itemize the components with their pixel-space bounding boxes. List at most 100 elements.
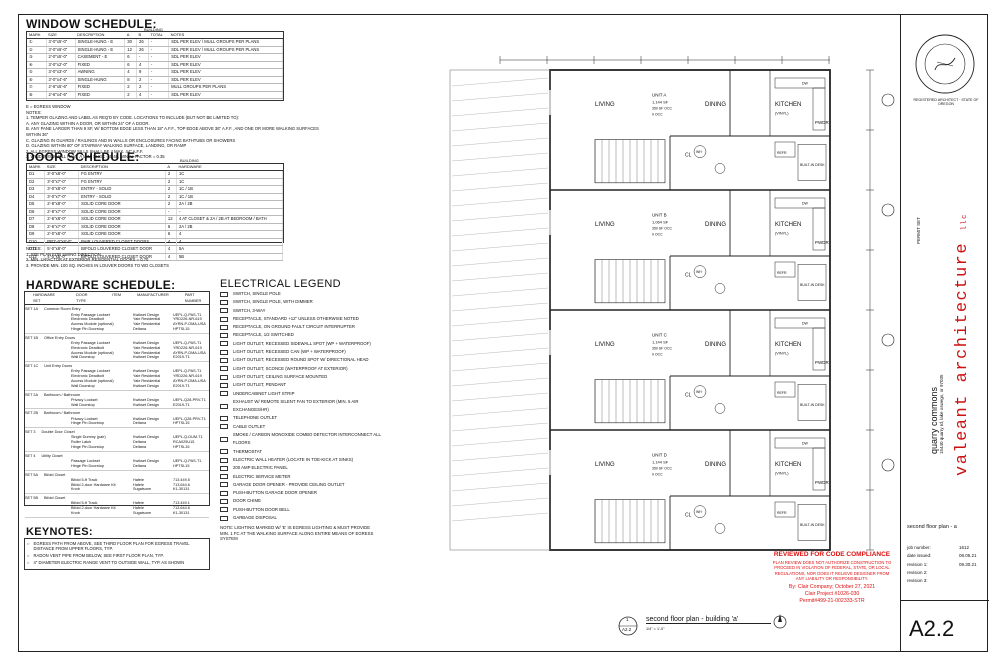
schedule-cell: 5A bbox=[176, 245, 284, 254]
schedule-cell: 6 bbox=[124, 53, 138, 62]
hardware-schedule-title: HARDWARE SCHEDULE: bbox=[26, 278, 176, 292]
schedule-cell: 3'-0"x3'-0" bbox=[46, 68, 76, 77]
schedule-cell: - bbox=[148, 38, 170, 47]
schedule-cell: - bbox=[148, 46, 170, 54]
electrical-legend-item: ELECTRIC WALL HEATER (LOCATE IN TOE-KICK… bbox=[220, 456, 395, 464]
hardware-item-name: Bifold 2-door Hardware Kit bbox=[71, 506, 116, 511]
room-label-powder: PWDR bbox=[815, 480, 829, 485]
unit-area: 1,064 SF bbox=[652, 220, 669, 225]
hardware-manufacturer: Yale Residential bbox=[133, 374, 161, 379]
electrical-legend-label: CABLE OUTLET bbox=[233, 423, 266, 429]
job-number-label: job number: bbox=[907, 545, 931, 550]
plan-hatch-line bbox=[451, 407, 549, 417]
electrical-legend-title: ELECTRICAL LEGEND bbox=[220, 278, 341, 290]
review-stamp-heading: REVIEWED FOR CODE COMPLIANCE bbox=[773, 551, 891, 558]
unit-detail: 350 SF OCC bbox=[652, 227, 673, 231]
room-label-vinyl: (VINYL) bbox=[775, 351, 789, 355]
issue-info: job number:1612 date issued:08.05.21 rev… bbox=[907, 544, 987, 585]
schedule-cell: 2A / 2B bbox=[176, 200, 284, 209]
sheet-title: second floor plan - a bbox=[907, 524, 957, 530]
plan-counter bbox=[812, 87, 826, 131]
hardware-manufacturer: Hafele bbox=[133, 477, 144, 482]
plan-desk bbox=[797, 144, 827, 181]
unit-occupancy: 9 OCC bbox=[652, 473, 663, 477]
unit-label: UNIT C bbox=[652, 332, 668, 337]
keynote-text: EGRESS PATH FROM ABOVE, SEE THIRD FLOOR … bbox=[33, 541, 190, 551]
schedule-cell: - bbox=[176, 208, 284, 216]
hardware-part: UEPL-Q-DUM-T1 bbox=[173, 435, 203, 440]
room-label-dining: DINING bbox=[705, 102, 726, 108]
window-note: C. GLAZING IN GUARDS / RAILINGS AND IN W… bbox=[26, 137, 236, 143]
caption-number: 1 bbox=[626, 617, 629, 622]
electrical-legend-item: UNDERCABINET LIGHT STRIP bbox=[220, 390, 395, 398]
hardware-item-name: Entry Passage Lockset bbox=[71, 312, 110, 317]
electrical-legend-label: GARBAGE DISPOSAL bbox=[233, 515, 277, 521]
plan-hatch-line bbox=[451, 467, 549, 477]
hardware-manufacturer: Kwikset Design bbox=[133, 402, 159, 407]
hardware-part: 713.644.6 bbox=[173, 506, 190, 511]
plan-hatch-line bbox=[451, 482, 549, 492]
electrical-legend-label: LIGHT OUTLET, RECESSED ROUND SPOT W/ DIR… bbox=[233, 357, 369, 363]
hardware-item-name: Knob bbox=[71, 487, 80, 492]
grid-bubble bbox=[881, 458, 895, 472]
hardware-part: UEPL-Q-PAS-T1 bbox=[173, 369, 202, 374]
door-notes-label: NOTES: bbox=[26, 246, 42, 251]
schedule-cell: SDL PER ELEV bbox=[168, 61, 283, 69]
schedule-cell: FIXED bbox=[75, 83, 126, 92]
plan-water-heater bbox=[693, 385, 707, 398]
plan-hatch-line bbox=[451, 107, 549, 117]
schedule-header: NOTES bbox=[168, 32, 283, 39]
room-label-refr: REFR bbox=[777, 511, 787, 515]
schedule-cell: D6 bbox=[27, 208, 46, 216]
door-note: 1. SEE PLAN FOR SWING DIRECTION bbox=[26, 251, 101, 257]
schedule-cell: 4 bbox=[136, 91, 149, 99]
hardware-part: HPTSL15 bbox=[173, 444, 190, 449]
hardware-manufacturer: Sugatsune bbox=[133, 510, 152, 515]
hardware-part: UEPL-Q-PAS-T1 bbox=[173, 458, 202, 463]
hardware-manufacturer: Kwikset Design bbox=[133, 435, 159, 440]
schedule-cell: SINGLE-HUNG - E bbox=[75, 46, 126, 54]
schedule-cell: ③ bbox=[27, 53, 47, 62]
hardware-manufacturer: Kwikset Design bbox=[133, 416, 159, 421]
electrical-legend-label: SWITCH, SINGLE POLE, WITH DIMMER bbox=[233, 299, 313, 305]
schedule-cell: 2'-8"x8'-0" bbox=[44, 200, 80, 209]
electrical-legend-item: GARBAGE DISPOSAL bbox=[220, 514, 395, 522]
schedule-cell: 1C / 1B bbox=[176, 185, 284, 194]
hardware-item-name: Wall Doorstop bbox=[71, 383, 95, 388]
schedule-header: SIZE bbox=[44, 164, 79, 171]
hardware-item: Access Module (optional)Yale Residential… bbox=[25, 322, 209, 327]
schedule-cell: SDL PER ELEV bbox=[168, 91, 283, 99]
plan-fridge bbox=[774, 261, 796, 278]
schedule-cell: BIFOLD LOUVERED CLOSET DOOR bbox=[78, 253, 166, 261]
hardware-door-type: Utility Closet bbox=[41, 453, 63, 458]
hardware-manufacturer: Kwikset Design bbox=[133, 312, 159, 317]
plan-hatch-line bbox=[451, 332, 549, 342]
hardware-door-type: Bifold Closet bbox=[44, 472, 66, 477]
electrical-legend-item: EXHAUST W/ REMOTE SILENT FAN TO EXTERIOR… bbox=[220, 398, 395, 415]
schedule-cell: 4 bbox=[124, 68, 138, 77]
review-stamp-permit: Permit#499-21-002333-STR bbox=[799, 597, 865, 604]
plan-hatch-line bbox=[451, 317, 549, 327]
plan-hatch-line bbox=[451, 302, 549, 312]
architect-seal-text: REGISTERED ARCHITECT · STATE OF OREGON bbox=[913, 98, 979, 106]
door-note: 2. MIN. U-FACTOR AT EXTERIOR RESIDENTIAL… bbox=[26, 257, 149, 263]
schedule-cell: 4 bbox=[136, 61, 149, 69]
room-label-living: LIVING bbox=[595, 102, 615, 108]
schedule-cell: 4 bbox=[165, 253, 177, 261]
window-schedule-group: BUILDING bbox=[144, 27, 163, 32]
room-label-refr: REFR bbox=[777, 151, 787, 155]
plan-hatch-line bbox=[451, 137, 549, 147]
